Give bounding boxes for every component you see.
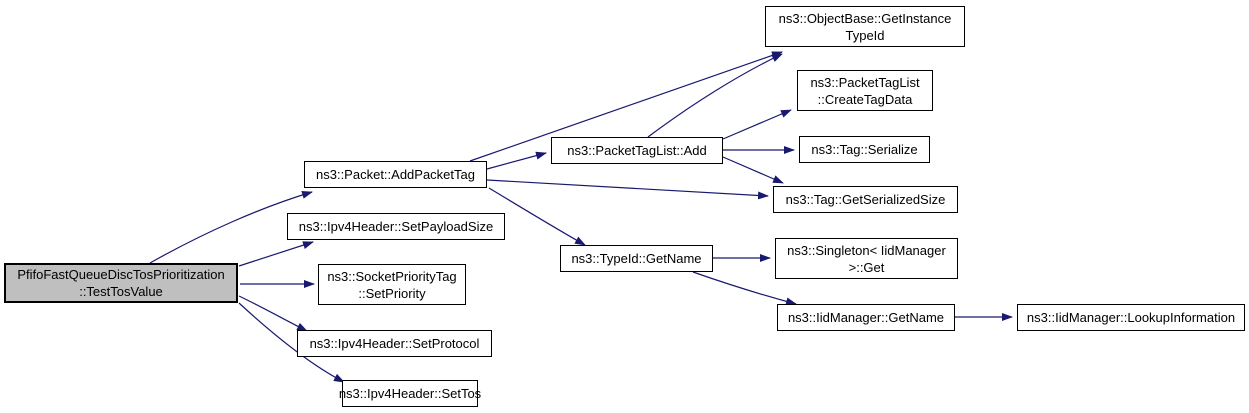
edge-addpackettag-typeidgetname bbox=[488, 187, 586, 246]
node-lookup-information[interactable]: ns3::IidManager::LookupInformation bbox=[1017, 304, 1245, 331]
node-label: ns3::PacketTagList bbox=[810, 74, 920, 90]
node-singleton-get[interactable]: ns3::Singleton< IidManager >::Get bbox=[775, 238, 958, 279]
node-add-packet-tag[interactable]: ns3::Packet::AddPacketTag bbox=[304, 161, 487, 188]
edge-packettaglistadd-getinstancetypeid bbox=[647, 53, 783, 138]
node-label: ns3::Singleton< IidManager bbox=[787, 242, 946, 258]
node-label: ns3::SocketPriorityTag bbox=[327, 268, 457, 284]
node-label: ns3::Packet::AddPacketTag bbox=[316, 167, 475, 182]
node-label: PfifoFastQueueDiscTosPrioritization bbox=[17, 267, 225, 282]
node-label: ns3::Tag::Serialize bbox=[811, 142, 918, 157]
edge-testtosvalue-setprotocol bbox=[238, 295, 308, 332]
edge-packettaglistadd-getserializedsize bbox=[722, 156, 784, 184]
edge-addpackettag-packettaglistadd bbox=[486, 151, 547, 170]
edge-packettaglistadd-createtagdata bbox=[722, 109, 792, 140]
node-tag-get-serialized-size[interactable]: ns3::Tag::GetSerializedSize bbox=[773, 186, 958, 213]
node-test-tos-value: PfifoFastQueueDiscTosPrioritization ::Te… bbox=[4, 263, 238, 303]
node-label: ns3::Tag::GetSerializedSize bbox=[785, 192, 946, 207]
node-label: ns3::Ipv4Header::SetProtocol bbox=[309, 336, 480, 351]
node-label: ::CreateTagData bbox=[817, 91, 913, 107]
node-tag-serialize[interactable]: ns3::Tag::Serialize bbox=[799, 136, 930, 163]
node-set-tos[interactable]: ns3::Ipv4Header::SetTos bbox=[338, 380, 482, 407]
node-label: TypeId bbox=[845, 27, 885, 43]
node-iid-manager-get-name[interactable]: ns3::IidManager::GetName bbox=[777, 304, 955, 331]
node-label: ns3::PacketTagList::Add bbox=[567, 143, 707, 158]
node-label: ns3::ObjectBase::GetInstance bbox=[778, 10, 952, 26]
node-label: ns3::Ipv4Header::SetPayloadSize bbox=[298, 219, 494, 234]
edge-testtosvalue-addpackettag bbox=[149, 191, 313, 264]
edge-testtosvalue-setpayloadsize bbox=[238, 241, 314, 267]
node-label: ::SetPriority bbox=[358, 285, 426, 301]
node-get-instance-type-id[interactable]: ns3::ObjectBase::GetInstance TypeId bbox=[765, 6, 965, 47]
node-set-payload-size[interactable]: ns3::Ipv4Header::SetPayloadSize bbox=[287, 213, 505, 240]
node-label: ::TestTosValue bbox=[79, 284, 163, 299]
node-type-id-get-name[interactable]: ns3::TypeId::GetName bbox=[560, 245, 713, 272]
edge-addpackettag-getinstancetypeid bbox=[469, 51, 783, 162]
node-label: >::Get bbox=[848, 259, 885, 275]
edge-typeidgetname-iidmanagergetname bbox=[692, 271, 797, 306]
node-set-protocol[interactable]: ns3::Ipv4Header::SetProtocol bbox=[297, 330, 492, 357]
node-label: ns3::Ipv4Header::SetTos bbox=[338, 386, 482, 401]
node-label: ns3::TypeId::GetName bbox=[571, 251, 702, 266]
node-packet-tag-list-add[interactable]: ns3::PacketTagList::Add bbox=[551, 137, 723, 164]
node-label: ns3::IidManager::LookupInformation bbox=[1026, 310, 1236, 325]
node-set-priority[interactable]: ns3::SocketPriorityTag ::SetPriority bbox=[318, 264, 466, 305]
edge-testtosvalue-settos bbox=[238, 302, 345, 383]
edge-addpackettag-getserializedsize bbox=[486, 179, 769, 200]
node-label: ns3::IidManager::GetName bbox=[787, 310, 945, 325]
node-create-tag-data[interactable]: ns3::PacketTagList ::CreateTagData bbox=[797, 70, 933, 111]
